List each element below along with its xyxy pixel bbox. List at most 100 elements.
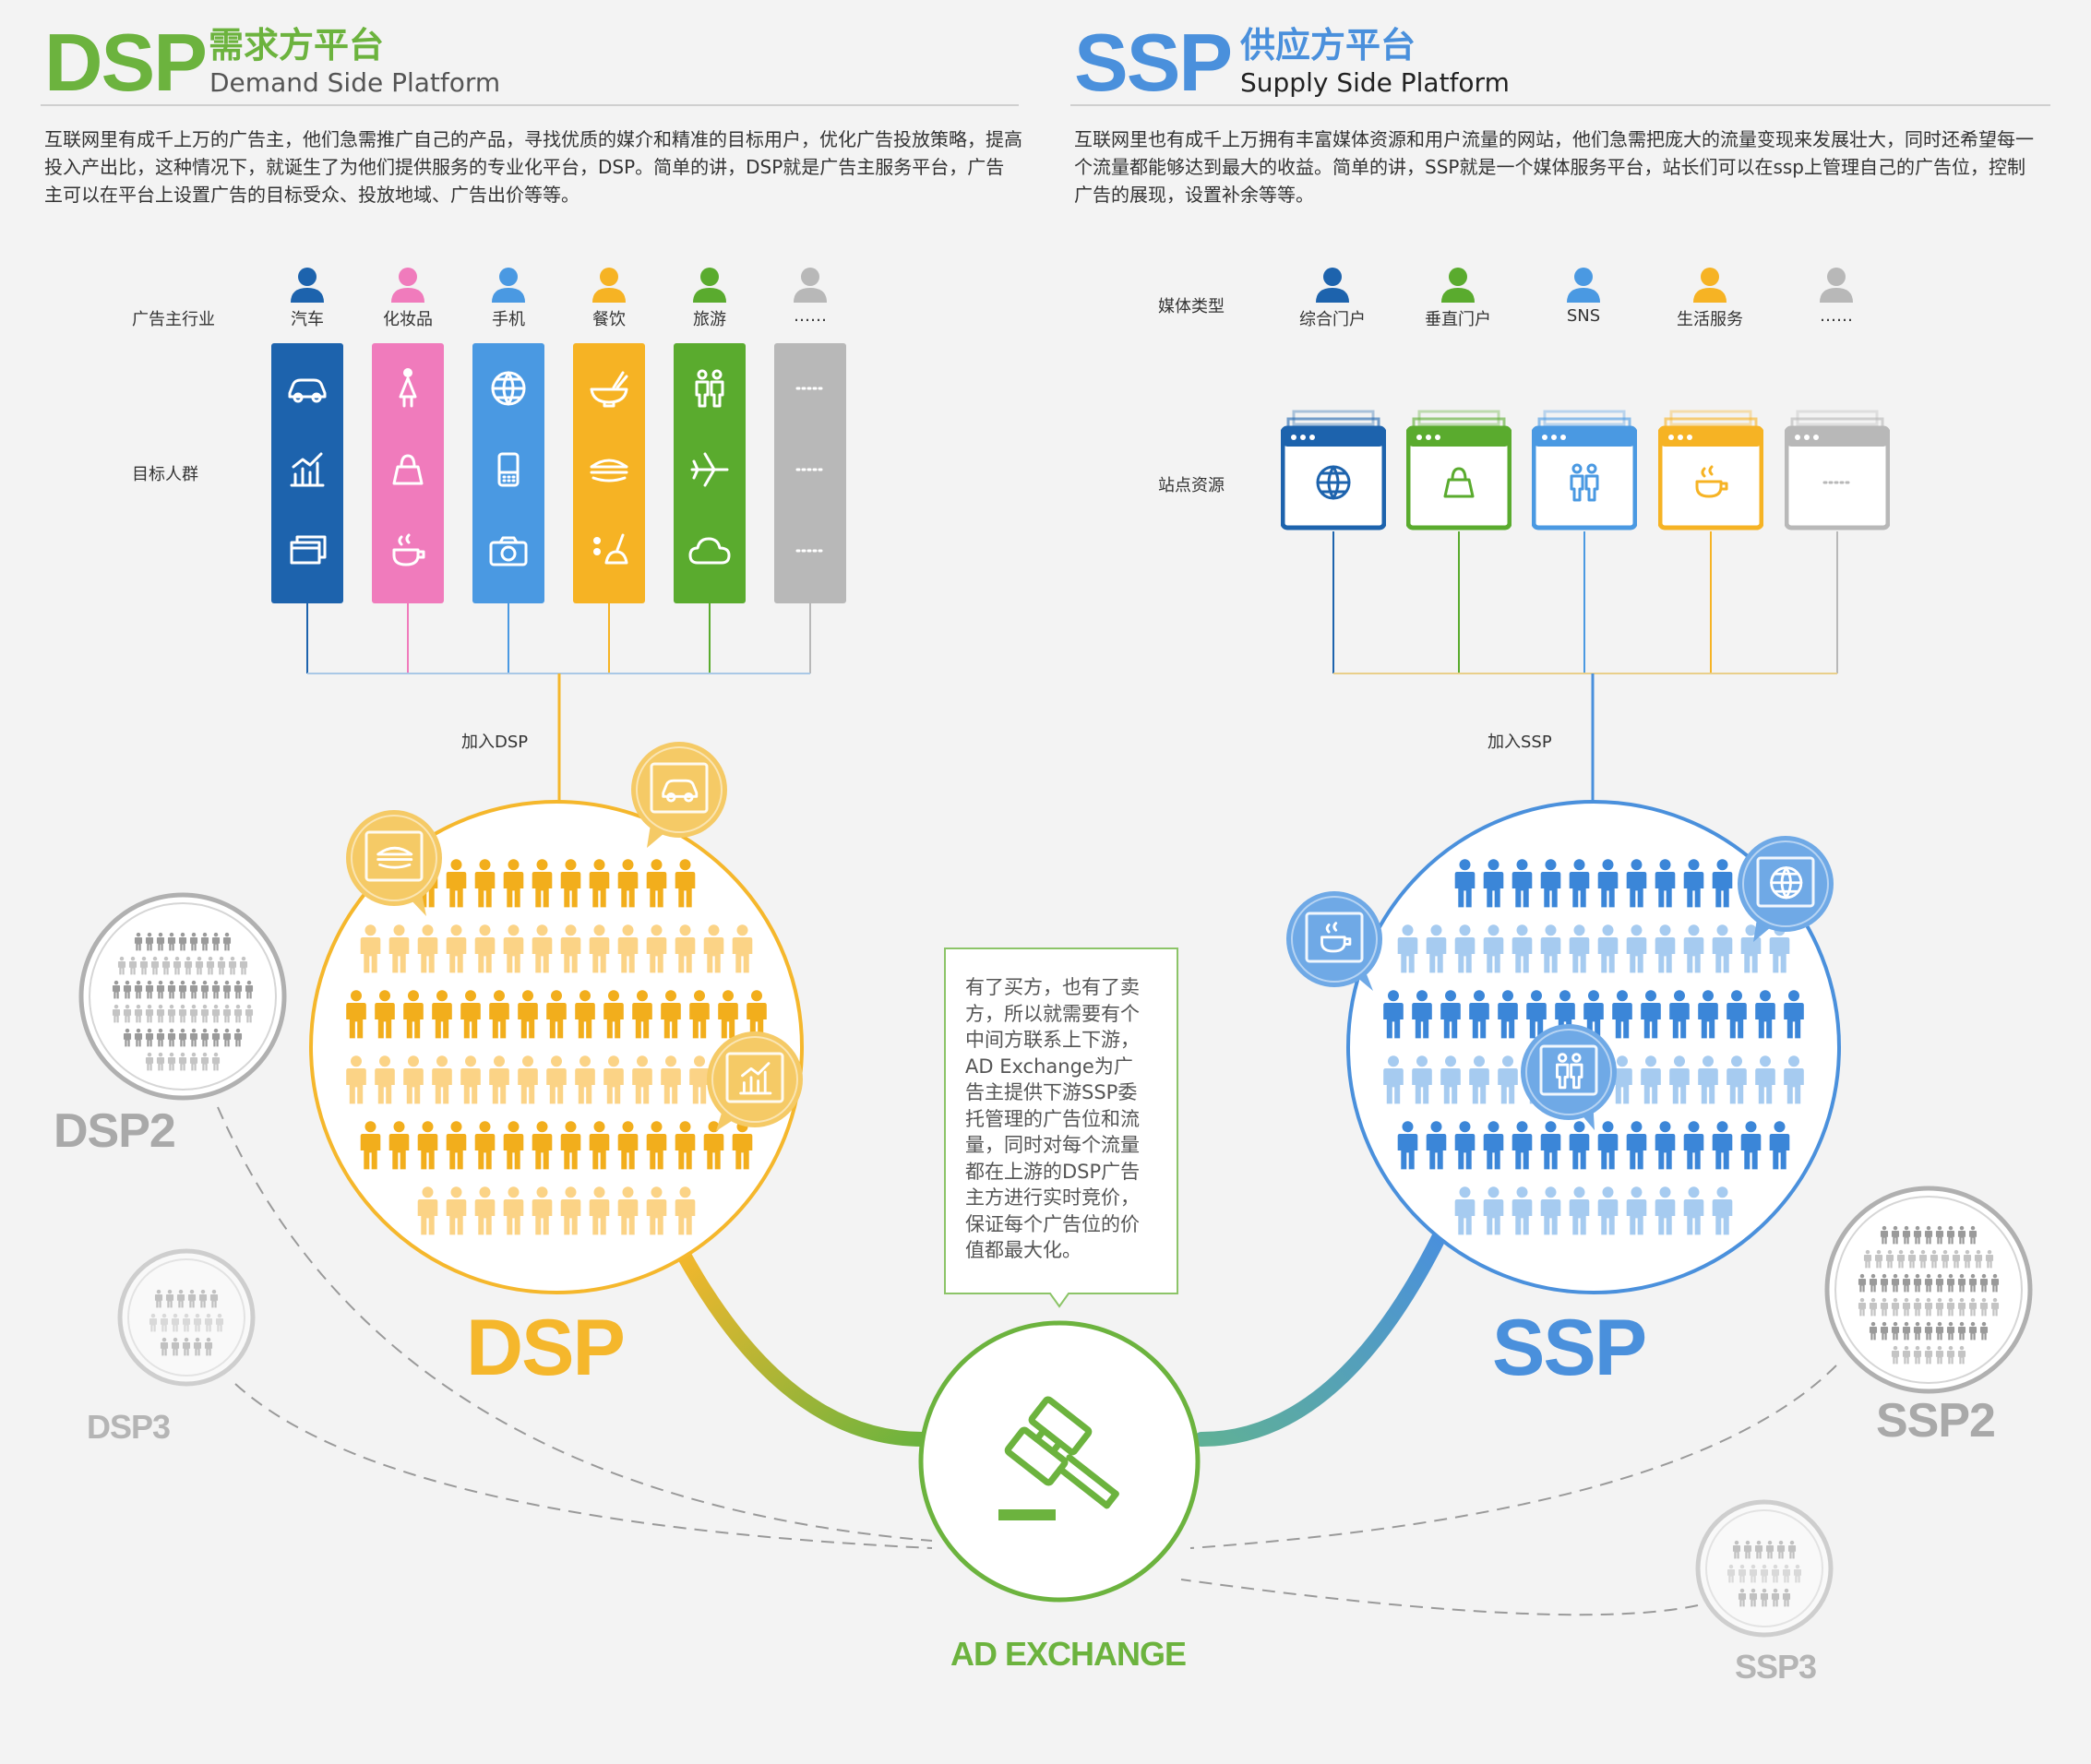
exchange-note-text: 有了买方，也有了卖方，所以就需要有个中间方联系上下游，AD Exchange为广… (965, 974, 1168, 1264)
sandwich-ad-bubble (346, 810, 442, 916)
ellipsis-icon (787, 365, 833, 411)
cloud-icon (687, 528, 733, 574)
media-person-icon (1691, 266, 1728, 303)
coffee-site-bubble (1286, 891, 1382, 991)
gavel-icon (998, 1396, 1119, 1520)
globe-site-bubble (1738, 836, 1834, 942)
site-window-icon (1657, 410, 1764, 531)
industry-name: 汽车 (291, 310, 324, 329)
handbag-icon (385, 447, 431, 493)
orbit-arcs (217, 1106, 1837, 1616)
industry-person-icon (490, 266, 527, 303)
industry-name: 手机 (492, 310, 525, 329)
dsp-en-title: Demand Side Platform (209, 67, 501, 98)
industry-person-icon (289, 266, 326, 303)
ssp-join-label: 加入SSP (1488, 733, 1552, 752)
ssp3-label: SSP3 (1735, 1648, 1817, 1686)
satellite-circles (78, 892, 2033, 1638)
industry-person-icon (389, 266, 426, 303)
exchange-note-line: 有了买方，也有了卖 (965, 976, 1140, 998)
industry-column (674, 343, 746, 603)
exchange-note-line: 都在上游的DSP广告 (965, 1160, 1141, 1183)
dsp2-circle (78, 892, 287, 1101)
dsp2-label: DSP2 (54, 1104, 176, 1158)
industry-name: …… (794, 306, 827, 326)
dsp-to-exchange-arc (674, 1243, 930, 1447)
orbit-dsp2 (217, 1106, 933, 1542)
ssp2-label: SSP2 (1876, 1394, 1996, 1448)
industry-name: 餐饮 (592, 310, 626, 329)
dsp-abbr-title: DSP (44, 17, 208, 108)
dsp-cn-title: 需求方平台 (209, 25, 385, 66)
exchange-label: AD EXCHANGE (950, 1635, 1187, 1673)
ssp2-circle (1824, 1186, 2033, 1394)
dsp-join-label: 加入DSP (461, 733, 529, 752)
media-person-icon (1818, 266, 1855, 303)
exchange-note-line: 方，所以就需要有个 (965, 1002, 1140, 1025)
family-icon (687, 365, 733, 411)
industry-name: 旅游 (693, 310, 726, 329)
dsp-description: 互联网里有成千上万的广告主，他们急需推广自己的产品，寻找优质的媒介和精准的目标用… (44, 128, 1022, 206)
ssp-connectors (1332, 531, 1838, 674)
media-name: 生活服务 (1677, 310, 1743, 329)
exchange-note-box (944, 948, 1178, 1308)
industry-column (472, 343, 544, 603)
ssp-description: 互联网里也有成千上万拥有丰富媒体资源和用户流量的网站，他们急需把庞大的流量变现来… (1074, 128, 2034, 206)
industry-column (573, 343, 645, 603)
site-window-icon (1405, 410, 1512, 531)
orbit-dsp3 (234, 1383, 933, 1549)
ssp-en-title: Supply Side Platform (1240, 67, 1510, 98)
chart-ad-bubble (707, 1031, 803, 1131)
media-person-icon (1440, 266, 1476, 303)
site-window-icon (1531, 410, 1638, 531)
site-window-icon (1280, 410, 1387, 531)
ssp-circle-label: SSP (1492, 1304, 1647, 1392)
ssp3-circle (1695, 1499, 1834, 1638)
ssp-row-label-sites: 站点资源 (1158, 476, 1225, 495)
media-person-icon (1314, 266, 1351, 303)
industry-person-icon (792, 266, 829, 303)
media-name: 综合门户 (1299, 310, 1366, 329)
industry-person-icon (691, 266, 728, 303)
ellipsis-icon (787, 528, 833, 574)
dsp-ad-bubbles (346, 742, 803, 1131)
car-icon (284, 365, 330, 411)
dsp-row-label-industry: 广告主行业 (132, 310, 215, 329)
exchange-note-line: 告主提供下游SSP委 (965, 1081, 1138, 1103)
orbit-ssp2 (1189, 1365, 1837, 1549)
exchange-circle (918, 1320, 1201, 1603)
coffee-icon (385, 528, 431, 574)
cards-icon (284, 528, 330, 574)
site-window-icon (1784, 410, 1891, 531)
car-ad-bubble (631, 742, 727, 848)
exchange-note-line: 主方进行实时竞价， (965, 1186, 1140, 1209)
industry-name: 化妆品 (383, 310, 433, 329)
industry-person-icon (591, 266, 627, 303)
dsp3-label: DSP3 (87, 1408, 171, 1446)
chart-icon (284, 447, 330, 493)
dsp3-circle (117, 1248, 256, 1387)
exchange-note-line: 量，同时对每个流量 (965, 1134, 1140, 1156)
food-icon (586, 528, 632, 574)
exchange-note-line: 保证每个广告位的价 (965, 1212, 1140, 1235)
ssp-to-exchange-arc (1194, 1229, 1447, 1447)
dsp-row-label-audience: 目标人群 (132, 465, 198, 484)
ssp-row-label-media: 媒体类型 (1158, 297, 1225, 316)
media-name: …… (1820, 306, 1853, 326)
airplane-icon (687, 447, 733, 493)
woman-icon (385, 365, 431, 411)
camera-icon (485, 528, 532, 574)
globe-icon (485, 365, 532, 411)
ssp-site-bubbles (1286, 836, 1834, 1130)
family-site-bubble (1521, 1024, 1617, 1130)
media-name: SNS (1566, 306, 1601, 326)
dsp-circle (309, 800, 804, 1294)
ellipsis-icon (787, 447, 833, 493)
ssp-abbr-title: SSP (1074, 17, 1233, 108)
sandwich-icon (586, 447, 632, 493)
industry-column (774, 343, 846, 603)
dsp-connectors (306, 603, 811, 674)
industry-column (271, 343, 343, 603)
